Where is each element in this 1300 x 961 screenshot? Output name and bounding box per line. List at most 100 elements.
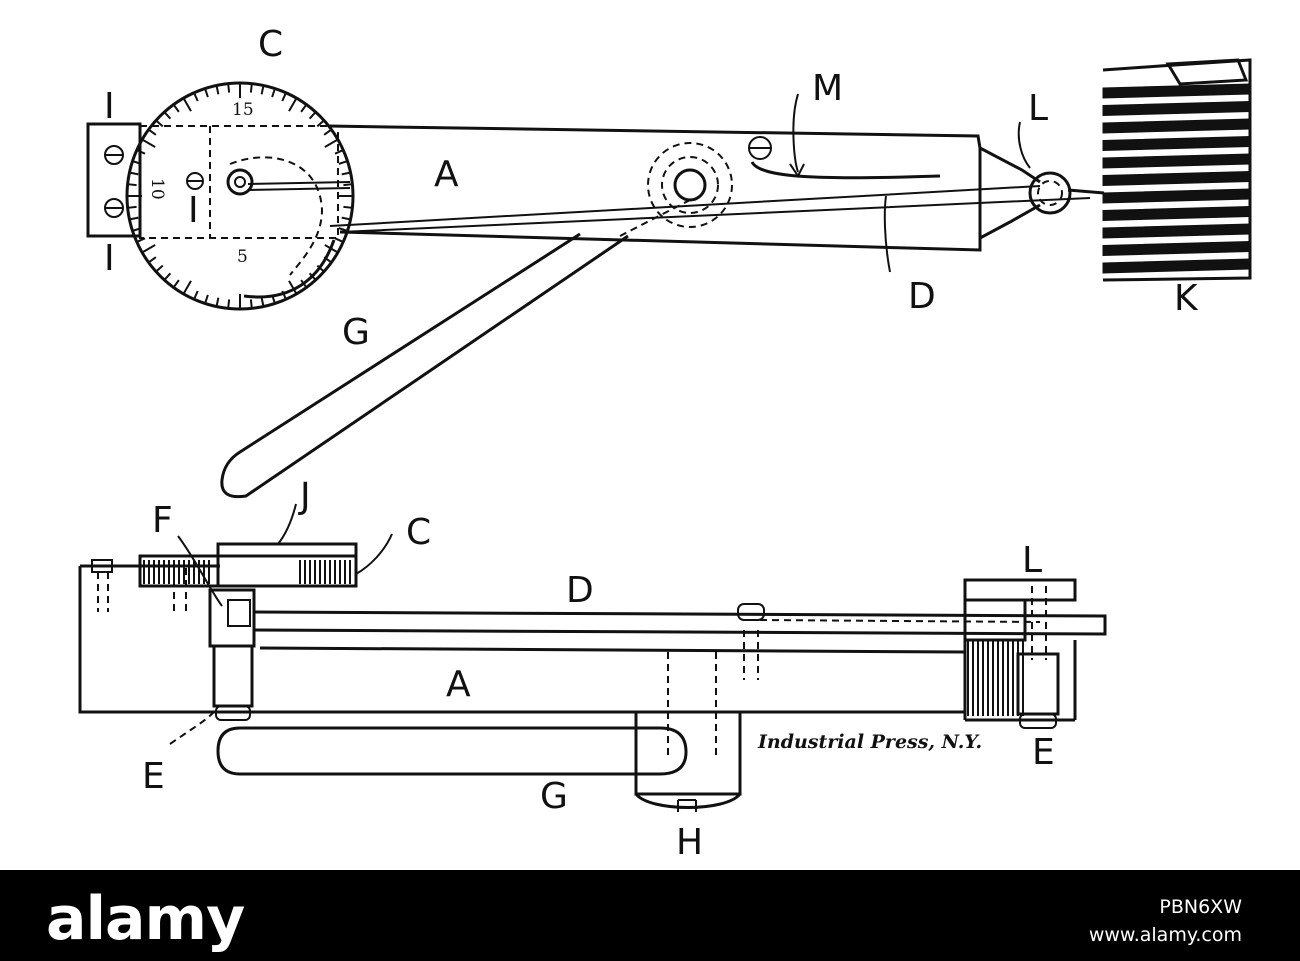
label-g-top: G <box>342 312 370 353</box>
thread-ridge <box>1102 223 1251 239</box>
label-c-top: C <box>258 24 283 65</box>
label-a-bottom: A <box>446 664 471 705</box>
contact-block-l <box>963 578 1077 729</box>
label-i-mid: I <box>188 190 199 231</box>
dial-tick <box>182 280 192 295</box>
label-j: J <box>298 476 311 517</box>
dial-tick <box>204 88 209 98</box>
dial-tick <box>341 216 351 221</box>
thread-ridge <box>1102 135 1251 152</box>
dial-tick <box>163 272 172 281</box>
stock-url[interactable]: www.alamy.com <box>1088 924 1242 946</box>
dial-tick <box>227 83 231 93</box>
dial-tick <box>308 111 317 120</box>
dial-tick <box>227 299 231 309</box>
dial-tick <box>343 183 353 187</box>
dial-number-15: 15 <box>232 100 254 120</box>
contact-point-l <box>1028 171 1105 215</box>
dial-tick <box>316 119 325 128</box>
label-l-bottom: L <box>1022 540 1042 581</box>
label-e-right: E <box>1032 732 1055 773</box>
label-d-bottom: D <box>566 570 594 611</box>
lever-d-side <box>253 610 1107 636</box>
label-d-top: D <box>908 276 936 317</box>
threaded-workpiece-k <box>1102 58 1252 282</box>
dial-tick <box>300 103 308 113</box>
thread-gauge-diagram: 15 10 5 <box>78 24 1252 863</box>
label-k: K <box>1174 278 1199 319</box>
dial-tick <box>129 171 139 176</box>
dial-tick <box>127 183 137 187</box>
dial-tick <box>260 85 265 95</box>
dial-tick <box>155 119 164 128</box>
dial-tick <box>141 244 156 254</box>
credit-line: Industrial Press, N.Y. <box>757 731 982 753</box>
handle-g <box>220 232 629 499</box>
dial-tick <box>338 160 348 165</box>
thread-ridge <box>1102 205 1251 222</box>
plate-screw <box>104 145 124 165</box>
spring-m <box>750 161 941 180</box>
handle-g-side <box>216 726 688 776</box>
spring-screw <box>748 136 772 160</box>
label-h: H <box>676 822 703 863</box>
dial-number-10: 10 <box>147 178 167 200</box>
thread-ridge <box>1102 100 1251 117</box>
dial-tick <box>172 279 180 289</box>
side-view: F J C D L A E E G H Industrial Press, N.… <box>78 476 1107 863</box>
label-i-top: I <box>104 86 115 127</box>
lever-d <box>247 181 1091 233</box>
dial-tick <box>341 171 351 176</box>
thread-ridge <box>1102 258 1251 274</box>
dial-tick <box>204 294 209 304</box>
dial-tick <box>271 88 276 98</box>
dial-tick <box>249 83 253 93</box>
dial-tick <box>343 205 353 209</box>
dial-tick <box>147 256 157 264</box>
dial-tick <box>288 280 298 295</box>
thread-ridge <box>1102 240 1251 257</box>
dial-c: 15 10 5 <box>125 81 355 311</box>
alamy-logo[interactable]: alamy <box>46 884 245 954</box>
left-screws <box>91 559 187 612</box>
thread-ridge <box>1102 170 1251 187</box>
dial-tick <box>281 92 287 102</box>
stock-image-id: PBN6XW <box>1159 896 1242 918</box>
lever-screw <box>737 603 765 680</box>
thread-ridge <box>1102 118 1251 134</box>
dial-tick <box>193 92 199 102</box>
label-l-top: L <box>1028 88 1048 129</box>
dial-tick <box>215 85 220 95</box>
label-f: F <box>152 500 173 541</box>
label-e-left: E <box>142 756 165 797</box>
dial-tick <box>129 216 139 221</box>
dial-tick <box>260 297 265 307</box>
dial-tick <box>288 97 298 112</box>
dial-tick <box>182 97 192 112</box>
dial-tick <box>215 297 220 307</box>
thread-ridge <box>1102 188 1251 204</box>
label-g-bottom: G <box>540 776 568 817</box>
dial-tick <box>193 290 199 300</box>
label-m: M <box>812 68 843 109</box>
label-i-bottom: I <box>104 238 115 279</box>
screw-e-left <box>212 644 254 721</box>
dial-tick <box>338 227 348 232</box>
label-c-bottom: C <box>406 512 431 553</box>
dial-tick <box>155 264 164 273</box>
dial-tick <box>141 138 156 148</box>
dial-c-side <box>138 542 358 588</box>
thread-ridge <box>1102 153 1251 169</box>
top-view: 15 10 5 <box>86 24 1252 499</box>
dial-tick <box>127 205 137 209</box>
dial-tick <box>324 138 339 148</box>
dial-tick <box>163 111 172 120</box>
stock-footer: alamy PBN6XW www.alamy.com <box>0 870 1300 961</box>
dial-tick <box>147 128 157 136</box>
dial-number-5: 5 <box>237 247 248 267</box>
plate-screw <box>104 198 124 218</box>
dial-tick <box>323 128 333 136</box>
dial-tick <box>249 299 253 309</box>
dial-tick <box>334 237 344 243</box>
